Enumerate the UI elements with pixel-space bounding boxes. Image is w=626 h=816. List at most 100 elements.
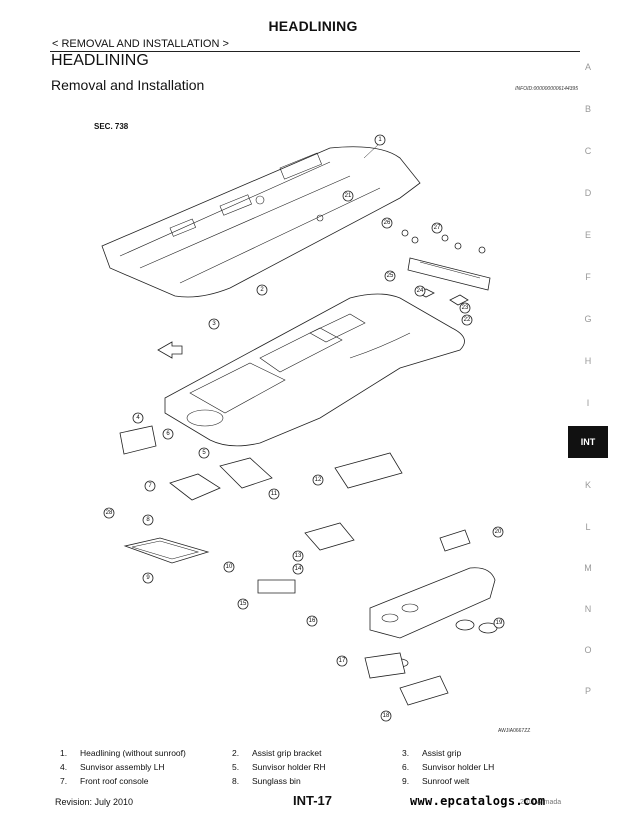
svg-text:7: 7 — [148, 483, 152, 489]
side-tab-g[interactable]: G — [584, 314, 592, 324]
front-direction-arrow — [157, 341, 183, 359]
svg-text:1: 1 — [378, 137, 382, 143]
svg-text:4: 4 — [136, 415, 140, 421]
svg-text:23: 23 — [462, 305, 469, 311]
watermark: www.epcatalogs.com — [410, 794, 546, 808]
header-divider — [50, 51, 580, 52]
side-tab-d[interactable]: D — [584, 188, 592, 198]
svg-text:8: 8 — [146, 517, 150, 523]
callout-4: 4 — [132, 412, 144, 424]
callout-24: 24 — [414, 285, 426, 297]
svg-text:21: 21 — [345, 193, 352, 199]
callout-3: 3 — [208, 318, 220, 330]
callout-18: 18 — [380, 710, 392, 722]
callout-11: 11 — [268, 488, 280, 500]
callout-15: 15 — [237, 598, 249, 610]
side-tab-p[interactable]: P — [584, 686, 591, 696]
svg-text:16: 16 — [309, 618, 316, 624]
callout-23: 23 — [459, 302, 471, 314]
side-tab-e[interactable]: E — [584, 230, 591, 240]
figure-id: AWJIA0667ZZ — [498, 728, 531, 734]
svg-text:13: 13 — [295, 553, 302, 559]
svg-text:11: 11 — [271, 491, 278, 497]
sunroof-switch-bezel — [439, 529, 471, 552]
sec-label: SEC. 738 — [94, 122, 129, 131]
side-tab-k[interactable]: K — [584, 480, 591, 490]
callout-28: 28 — [103, 507, 115, 519]
callout-1: 1 — [363, 134, 386, 159]
legend-item: 7.Front roof console — [60, 776, 149, 786]
svg-text:25: 25 — [387, 273, 394, 279]
map-lamp-assembly — [304, 522, 355, 551]
svg-text:22: 22 — [464, 317, 471, 323]
side-tab-o[interactable]: O — [584, 645, 592, 655]
svg-text:26: 26 — [384, 220, 391, 226]
legend-item: 4.Sunvisor assembly LH — [60, 762, 165, 772]
side-tab-n[interactable]: N — [584, 604, 592, 614]
side-tab-f[interactable]: F — [585, 272, 591, 282]
callout-19: 19 — [493, 617, 505, 629]
footer-page-number: INT-17 — [293, 793, 333, 808]
callout-10: 10 — [223, 561, 235, 573]
callout-22: 22 — [461, 314, 473, 326]
page-header-title: HEADLINING — [268, 18, 358, 34]
roof-console-bracket — [401, 229, 491, 306]
svg-text:17: 17 — [339, 658, 346, 664]
subsection-title: Removal and Installation — [51, 77, 205, 93]
svg-text:19: 19 — [496, 620, 503, 626]
callout-9: 9 — [142, 572, 154, 584]
headlining-with-sunroof — [164, 293, 465, 447]
callout-7: 7 — [144, 480, 156, 492]
legend-item: 6.Sunvisor holder LH — [402, 762, 495, 772]
callout-21: 21 — [342, 190, 354, 202]
legend-item: 3.Assist grip — [402, 748, 462, 758]
callout-26: 26 — [381, 217, 393, 229]
svg-text:12: 12 — [315, 477, 322, 483]
svg-text:3: 3 — [212, 321, 216, 327]
headlining-exploded-view: 1 2 3 4 5 6 7 8 9 10 11 12 13 14 15 16 1… — [101, 134, 505, 722]
svg-text:9: 9 — [146, 575, 150, 581]
svg-text:20: 20 — [495, 529, 502, 535]
front-roof-console — [169, 473, 221, 501]
side-tab-i[interactable]: I — [586, 398, 590, 408]
callout-2: 2 — [256, 284, 268, 296]
callout-6: 6 — [162, 428, 174, 440]
callout-20: 20 — [492, 526, 504, 538]
svg-text:24: 24 — [417, 288, 424, 294]
side-tab-b[interactable]: B — [584, 104, 591, 114]
svg-text:27: 27 — [434, 225, 441, 231]
callout-17: 17 — [336, 655, 348, 667]
svg-text:2: 2 — [260, 287, 264, 293]
callout-8: 8 — [142, 514, 154, 526]
footer-model: 2011 Armada — [520, 799, 562, 806]
lamp-lens — [364, 652, 406, 679]
svg-text:28: 28 — [106, 510, 113, 516]
headlining-without-sunroof — [101, 146, 421, 298]
svg-text:6: 6 — [166, 431, 170, 437]
breadcrumb[interactable]: < REMOVAL AND INSTALLATION > — [52, 38, 229, 50]
side-tab-l[interactable]: L — [585, 522, 591, 532]
side-tab-a[interactable]: A — [584, 62, 591, 72]
svg-text:15: 15 — [240, 601, 247, 607]
svg-text:10: 10 — [226, 564, 233, 570]
side-tab-h[interactable]: H — [584, 356, 592, 366]
legend-item: 2.Assist grip bracket — [232, 748, 322, 758]
footer-revision: Revision: July 2010 — [55, 797, 134, 807]
svg-text:18: 18 — [383, 713, 390, 719]
section-title: HEADLINING — [51, 52, 149, 69]
callout-13: 13 — [292, 550, 304, 562]
side-tab-c[interactable]: C — [584, 146, 592, 156]
exploded-diagram: 1 2 3 4 5 6 7 8 9 10 11 12 13 14 15 16 1… — [80, 128, 520, 728]
legend-item: 8.Sunglass bin — [232, 776, 301, 786]
callout-14: 14 — [292, 563, 304, 575]
legend-item: 9.Sunroof welt — [402, 776, 470, 786]
garage-door-opener — [257, 579, 296, 594]
side-tab-int[interactable]: INT — [568, 426, 608, 458]
console-bracket — [334, 452, 403, 489]
svg-text:5: 5 — [202, 450, 206, 456]
callout-25: 25 — [384, 270, 396, 282]
callout-27: 27 — [431, 222, 443, 234]
sunglass-bin — [219, 457, 273, 489]
side-tab-m[interactable]: M — [584, 563, 592, 573]
callout-12: 12 — [312, 474, 324, 486]
